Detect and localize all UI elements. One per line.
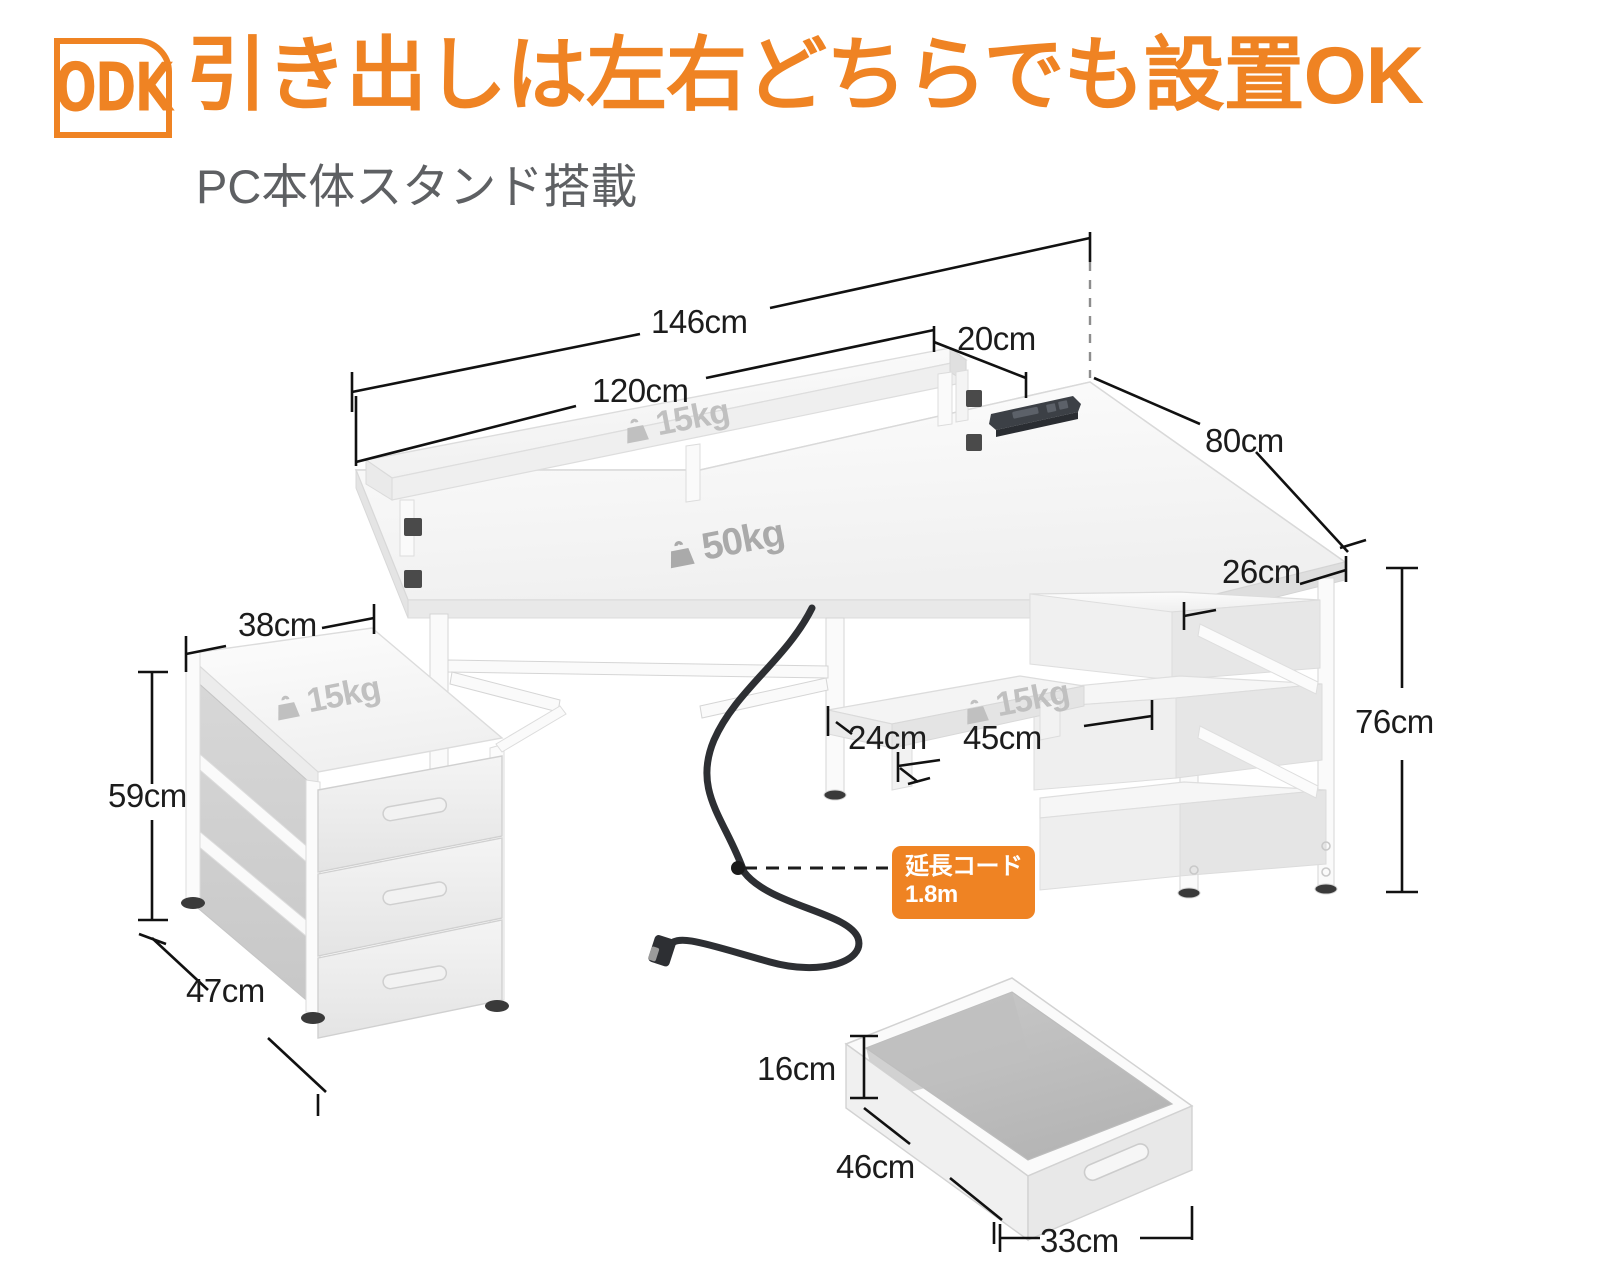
load-badge-label: 15kg [992,672,1073,725]
load-badge-monitor-shelf: 15kg [617,392,732,451]
drawer-front [317,837,503,957]
dim-drawer-unit-height: 59cm [108,777,187,814]
drawer-front [317,755,503,873]
cord-anchor-point [731,861,745,875]
power-plug-icon [648,935,676,967]
desk-assembly [181,347,1347,1242]
brand-logo: ODK [54,38,174,138]
dim-drawer-unit-width: 38cm [238,606,317,643]
weight-icon [967,699,989,724]
load-badge-label: 15kg [303,668,384,721]
dim-drawer-unit-depth: 47cm [186,972,265,1009]
shelf-clip [404,570,422,588]
load-badge-label: 50kg [698,511,788,569]
dim-side-shelf-depth: 26cm [1222,553,1301,590]
desk-top-surface [354,381,1347,619]
weight-icon [278,695,300,720]
shelf-clip [966,390,982,407]
dim-monitor-shelf-depth: 20cm [957,320,1036,357]
dim-desk-width-total: 146cm [651,303,748,340]
right-side-shelves [1029,591,1331,891]
extension-cord-callout: 延長コード 1.8m [892,846,1035,919]
dim-desk-height: 76cm [1355,703,1434,740]
page-title: 引き出しは左右どちらでも設置OK [186,31,1424,121]
dim-desk-depth: 80cm [1205,422,1284,459]
weight-icon [670,541,695,569]
shelf-clip [966,434,982,451]
load-badge-drawer-unit: 15kg [268,669,383,728]
drawer-front [317,919,503,1039]
shelf-clip [404,518,422,536]
callout-line-2: 1.8m [905,881,958,909]
dim-box-height: 16cm [757,1050,836,1087]
dim-pc-stand-depth: 24cm [848,719,927,756]
dim-pc-stand-width: 45cm [963,719,1042,756]
brand-logo-text: ODK [54,48,174,127]
load-badge-pc-stand: 15kg [957,673,1072,732]
dim-box-length: 46cm [836,1148,915,1185]
dimension-lines [138,232,1418,1252]
callout-line-1: 延長コード [905,853,1023,880]
weight-icon [627,418,649,443]
load-badge-desktop: 50kg [660,512,788,577]
dim-box-width: 33cm [1040,1222,1119,1259]
storage-drawer-box [844,977,1194,1242]
dim-monitor-shelf-width: 120cm [592,372,689,409]
power-strip-icon [989,396,1081,437]
extension-cord [666,604,863,972]
page-subtitle: PC本体スタンド搭載 [196,160,638,213]
